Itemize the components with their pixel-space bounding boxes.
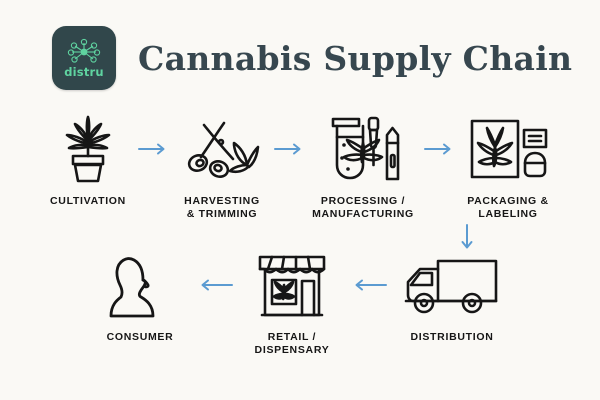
retail-art bbox=[254, 248, 330, 322]
consumer-art bbox=[109, 248, 171, 322]
arrow-right-icon bbox=[138, 143, 165, 155]
potted-cannabis-plant-icon bbox=[65, 115, 111, 183]
flow-step-packaging[interactable]: PACKAGING & LABELING bbox=[456, 112, 560, 221]
flow-step-label: RETAIL / DISPENSARY bbox=[254, 331, 330, 357]
connector-distribution-to-retail bbox=[346, 248, 392, 322]
flow-step-cultivation[interactable]: CULTIVATION bbox=[40, 112, 136, 208]
distru-wordmark: distru bbox=[64, 64, 104, 79]
page-title: Cannabis Supply Chain bbox=[138, 38, 573, 78]
flow-step-label: CONSUMER bbox=[106, 331, 174, 343]
header: distru Cannabis Supply Chain bbox=[0, 18, 600, 98]
arrow-down-icon bbox=[461, 224, 473, 249]
flow-step-label: HARVESTING & TRIMMING bbox=[184, 195, 260, 221]
person-head-profile-icon bbox=[109, 257, 155, 318]
flow-step-label: DISTRIBUTION bbox=[410, 331, 494, 343]
supply-chain-top-row: CULTIVATION bbox=[36, 112, 564, 221]
connector-packaging-to-distribution bbox=[455, 222, 479, 254]
scissors-trimming-icon bbox=[187, 121, 260, 178]
arrow-left-icon bbox=[201, 279, 233, 291]
flow-step-label: PROCESSING / MANUFACTURING bbox=[312, 195, 414, 221]
flow-step-consumer[interactable]: CONSUMER bbox=[88, 248, 192, 344]
processing-art bbox=[321, 112, 405, 186]
distru-logo: distru bbox=[52, 26, 116, 90]
cultivation-art bbox=[54, 112, 122, 186]
flow-step-harvesting[interactable]: HARVESTING & TRIMMING bbox=[170, 112, 274, 221]
flow-step-retail[interactable]: RETAIL / DISPENSARY bbox=[238, 248, 346, 357]
flow-step-label: PACKAGING & LABELING bbox=[467, 195, 549, 221]
connector-harvesting-to-processing bbox=[274, 112, 304, 186]
arrow-right-icon bbox=[274, 143, 301, 155]
distribution-art bbox=[400, 248, 504, 322]
connector-cultivation-to-harvesting bbox=[136, 112, 170, 186]
delivery-truck-icon bbox=[404, 259, 498, 314]
connector-retail-to-consumer bbox=[192, 248, 238, 322]
connector-processing-to-packaging bbox=[422, 112, 456, 186]
flow-step-processing[interactable]: PROCESSING / MANUFACTURING bbox=[304, 112, 422, 221]
arrow-left-icon bbox=[355, 279, 387, 291]
test-tube-dropper-vape-icon bbox=[331, 116, 400, 181]
harvesting-art bbox=[184, 112, 260, 186]
flow-step-label: CULTIVATION bbox=[50, 195, 126, 207]
flow-step-distribution[interactable]: DISTRIBUTION bbox=[392, 248, 512, 344]
supply-chain-bottom-row: CONSUMER bbox=[70, 248, 530, 357]
network-nodes-icon bbox=[67, 38, 101, 63]
storefront-dispensary-icon bbox=[258, 255, 326, 317]
packaging-art bbox=[467, 112, 549, 186]
package-box-label-jar-icon bbox=[470, 119, 548, 179]
arrow-right-icon bbox=[424, 143, 451, 155]
